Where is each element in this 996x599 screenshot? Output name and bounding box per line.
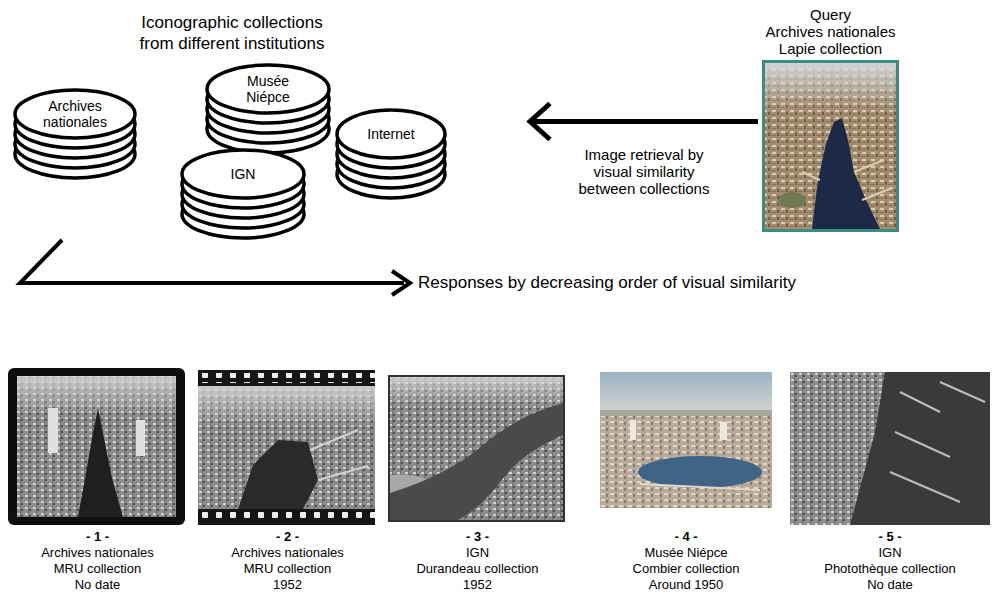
aerial-photo-part	[802, 160, 892, 200]
group-heading: Iconographic collections from different …	[132, 12, 332, 54]
cylinder-outline	[180, 148, 306, 240]
aerial-photo-part	[812, 118, 880, 229]
aerial-photo-part	[762, 60, 899, 232]
result-caption: 1952	[463, 577, 492, 593]
result-image: - 2 -Archives nationalesMRU collection19…	[195, 365, 380, 597]
aerial-photo-part	[790, 372, 990, 525]
aerial-photo-part	[198, 386, 375, 426]
aerial-photo	[600, 372, 772, 508]
aerial-photo	[762, 60, 899, 232]
result-image: - 3 -IGNDurandeau collection1952	[385, 365, 570, 597]
callout-number: - 1 -	[86, 529, 109, 545]
result-caption: No date	[867, 577, 913, 593]
aerial-photo-part	[78, 408, 123, 517]
arrow-head	[530, 104, 550, 140]
aerial-photo-part	[17, 376, 176, 517]
result-caption: Archives nationales	[231, 545, 344, 561]
aerial-photo-part	[198, 370, 375, 525]
aerial-photo-part	[8, 368, 185, 525]
cylinder-disc	[15, 90, 135, 138]
edge-label: Image retrieval by visual similarity bet…	[574, 146, 714, 197]
result-image: - 1 -Archives nationalesMRU collectionNo…	[5, 365, 190, 597]
query-image: QueryArchives nationalesLapie collection	[758, 3, 903, 235]
result-caption: IGN	[466, 545, 489, 561]
aerial-photo-part	[390, 377, 563, 520]
aerial-photo-part	[640, 484, 760, 490]
aerial-photo-part	[388, 375, 565, 522]
database-cylinder: Internet	[335, 108, 447, 200]
callout-number: - 3 -	[466, 529, 489, 545]
database-name: Archives nationales	[29, 98, 121, 130]
collection-group: Iconographic collections from different …	[10, 8, 530, 244]
section-label: Responses by decreasing order of visual …	[418, 272, 888, 293]
database-cylinder: IGN	[180, 148, 306, 240]
aerial-photo-part	[600, 372, 772, 414]
aerial-photo-part	[720, 422, 727, 440]
callout-number: - 4 -	[674, 529, 697, 545]
aerial-photo-part	[890, 382, 985, 502]
aerial-photo-part	[765, 63, 896, 229]
database-name: Internet	[367, 126, 414, 142]
result-caption: 1952	[273, 577, 302, 593]
cylinder-disc	[207, 65, 329, 113]
database-cylinder: Musée Niépce	[205, 63, 331, 155]
aerial-photo-part	[310, 430, 368, 480]
aerial-photo-part	[198, 386, 375, 509]
cylinder-outline	[335, 108, 447, 200]
callout-number: - 5 -	[878, 529, 901, 545]
aerial-photo-part	[600, 372, 772, 508]
database-name: IGN	[231, 166, 256, 182]
database-cylinder: Archives nationales	[13, 88, 137, 180]
cylinder-disc	[337, 110, 445, 158]
result-caption: Photothèque collection	[824, 561, 956, 577]
result-caption: Durandeau collection	[416, 561, 538, 577]
aerial-photo-part	[238, 440, 318, 509]
connector-arrow	[530, 104, 758, 140]
label-holder: Image retrieval by visual similarity bet…	[574, 146, 714, 197]
aerial-photo-part	[765, 63, 896, 111]
query-caption: Lapie collection	[779, 40, 882, 57]
flow-arrow-part	[20, 240, 404, 283]
aerial-photo	[8, 368, 185, 525]
aerial-photo-part	[17, 376, 176, 416]
aerial-photo	[198, 370, 375, 525]
query-caption: Archives nationales	[765, 23, 895, 40]
aerial-photo-part	[850, 372, 990, 525]
result-image: - 4 -Musée NiépceCombier collectionAroun…	[595, 365, 777, 597]
arrow-line	[532, 119, 758, 124]
query-heading: Query	[810, 6, 851, 23]
cylinder-disc	[182, 150, 304, 198]
result-caption: No date	[75, 577, 121, 593]
aerial-photo-part	[198, 373, 375, 383]
database-name: Musée Niépce	[232, 73, 304, 105]
aerial-photo-part	[136, 420, 145, 456]
callout-number: - 2 -	[276, 529, 299, 545]
aerial-photo-part	[630, 420, 636, 440]
aerial-photo-part	[600, 410, 772, 416]
result-image: - 5 -IGNPhotothèque collectionNo date	[790, 365, 990, 597]
result-caption: MRU collection	[54, 561, 141, 577]
aerial-photo	[790, 372, 990, 525]
aerial-photo-part	[778, 192, 806, 208]
flow-arrow-part	[392, 271, 410, 295]
result-caption: Combier collection	[633, 561, 740, 577]
result-caption: IGN	[878, 545, 901, 561]
aerial-photo-part	[638, 456, 762, 488]
aerial-photo-part	[390, 377, 563, 407]
result-caption: Musée Niépce	[644, 545, 727, 561]
aerial-photo-part	[390, 403, 563, 520]
aerial-photo	[388, 375, 565, 522]
aerial-photo-part	[198, 512, 375, 522]
result-caption: Archives nationales	[41, 545, 154, 561]
label-holder: Responses by decreasing order of visual …	[418, 272, 888, 293]
result-caption: Around 1950	[649, 577, 723, 593]
result-caption: MRU collection	[244, 561, 331, 577]
